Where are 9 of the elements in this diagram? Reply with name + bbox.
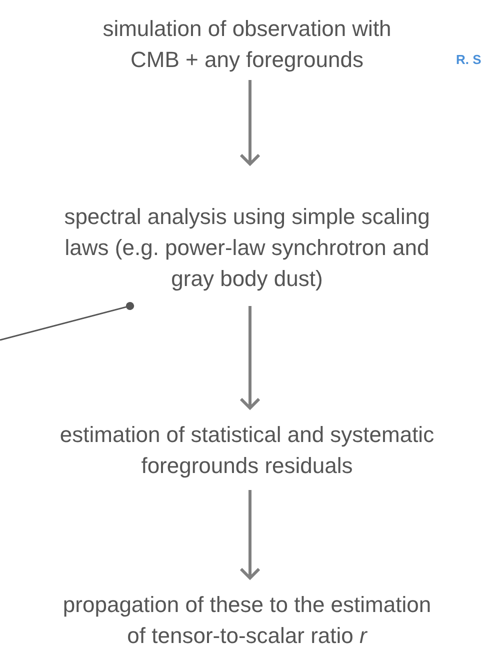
- step-text: propagation of these to the estimation of tensor-to-scalar ratio r: [62, 591, 432, 650]
- step-text: spectral analysis using simple scaling laws (e.g. power-law synchrotron and gray body dust): [63, 203, 431, 293]
- arrow: [240, 306, 260, 410]
- step-text: estimation of statistical and systematic foregrounds residuals: [58, 421, 436, 480]
- step-text: simulation of observation with CMB + any foregrounds: [102, 15, 392, 74]
- author-initials: R. S: [456, 52, 482, 67]
- leader-line: [0, 302, 134, 341]
- arrow: [240, 490, 260, 580]
- arrow: [240, 80, 260, 166]
